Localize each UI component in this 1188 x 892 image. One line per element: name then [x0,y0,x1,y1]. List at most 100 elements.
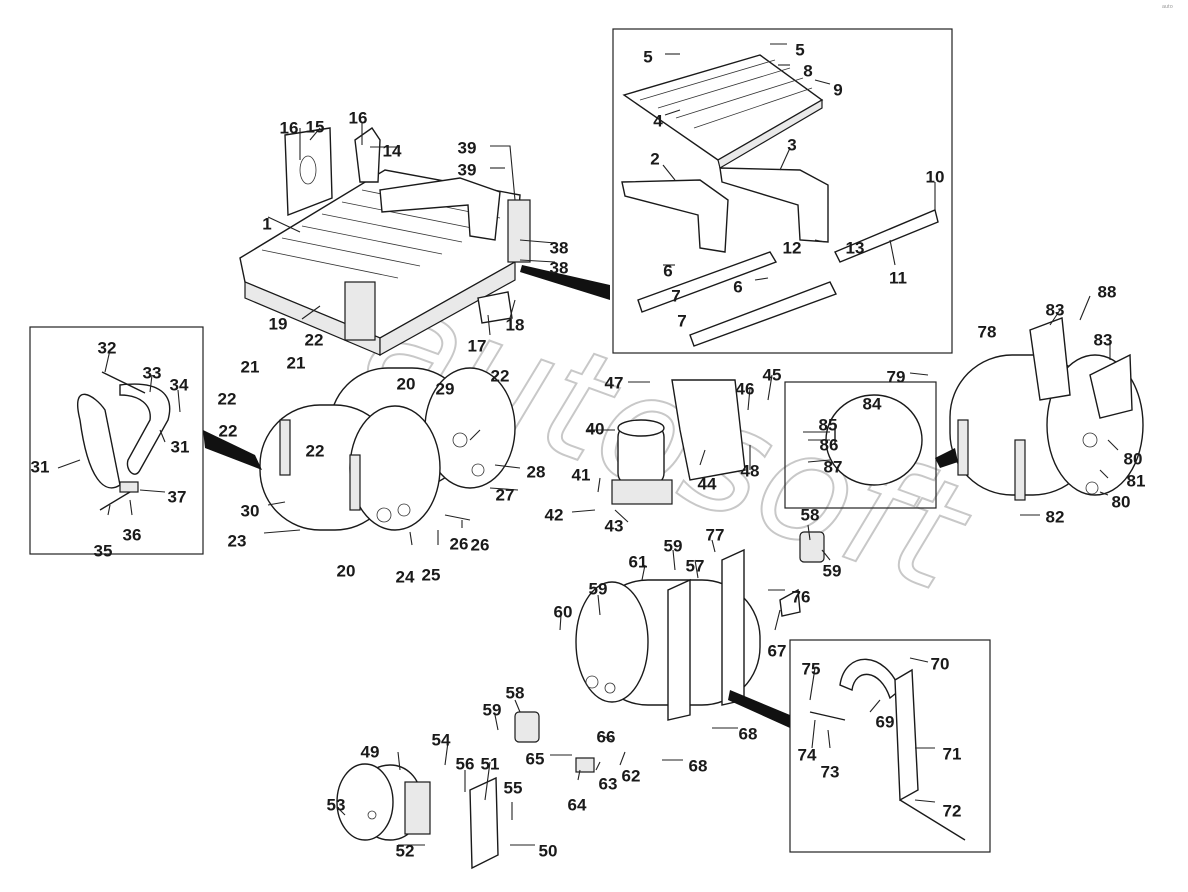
callout-label: 39 [458,138,477,157]
air-tank-right [949,317,1144,501]
air-tank-upper-front [259,404,441,531]
pointer-wedge-right [935,448,958,468]
callout-label: 5 [795,40,804,59]
callout-label: 31 [171,437,190,456]
callout-label: 8 [803,61,812,80]
callout-label: 84 [863,394,882,413]
callout-label: 20 [337,561,356,580]
callout-label: 34 [170,375,189,394]
callout-label: 35 [94,541,113,560]
callout-label: 87 [824,457,843,476]
callout-label: 27 [496,485,515,504]
callout-label: 16 [349,108,368,127]
callout-label: 32 [98,338,117,357]
callout-label: 58 [506,683,525,702]
leader-lines [57,43,1119,846]
callout-label: 47 [605,373,624,392]
callout-label: 68 [739,724,758,743]
callout-label: 50 [539,841,558,860]
callout-label: 59 [589,579,608,598]
callout-label: 30 [241,501,260,520]
callout-label: 54 [432,730,451,749]
callout-label: 21 [287,353,306,372]
callout-label: 26 [471,535,490,554]
inset-frame-bracket-parts [789,639,991,853]
callout-label: 76 [792,587,811,606]
callout-label: 72 [943,801,962,820]
callout-label: 9 [833,80,842,99]
valve-58-lower [514,711,540,743]
pointer-wedge-upper [520,265,610,300]
callout-label: 48 [741,461,760,480]
callout-label: 6 [733,277,742,296]
callout-label: 86 [820,435,839,454]
callout-label: 28 [527,462,546,481]
pointer-wedge-lower [728,690,790,728]
callout-label: 33 [143,363,162,382]
callout-label: 82 [1046,507,1065,526]
callout-label: 42 [545,505,564,524]
callout-label: 77 [706,525,725,544]
callout-label: 44 [698,474,717,493]
callout-label: 59 [823,561,842,580]
callout-label: 20 [397,374,416,393]
callout-label: 7 [677,311,686,330]
callout-label: 6 [663,261,672,280]
callout-label: 22 [218,389,237,408]
callout-label: 19 [269,314,288,333]
callout-label: 22 [491,366,510,385]
callout-label: 25 [422,565,441,584]
callout-label: 13 [846,238,865,257]
callout-label: 67 [768,641,787,660]
callout-label: 36 [123,525,142,544]
callout-label: 74 [798,745,817,764]
callout-label: 62 [622,766,641,785]
callout-label: 75 [802,659,821,678]
callout-label: 3 [787,135,796,154]
main-platform-assembly [239,127,531,357]
callout-label: 51 [481,754,500,773]
inset-frame-clamp-parts [784,381,937,509]
callout-label: 41 [572,465,591,484]
callout-label: 49 [361,742,380,761]
callout-label: 61 [629,552,648,571]
callout-label: 40 [586,419,605,438]
callout-label: 60 [554,602,573,621]
air-dryer [611,379,746,505]
callout-label: 10 [926,167,945,186]
callout-label: 83 [1046,300,1065,319]
callout-label: 22 [219,421,238,440]
inset-frame-strap-parts [29,326,204,555]
callout-label: 69 [876,712,895,731]
callout-label: 2 [650,149,659,168]
callout-label: 83 [1094,330,1113,349]
callout-label: 1 [262,214,271,233]
callout-label: 64 [568,795,587,814]
callout-label: 7 [671,286,680,305]
callout-label: 88 [1098,282,1117,301]
callout-label: 22 [306,441,325,460]
callout-label: 81 [1127,471,1146,490]
callout-label: 16 [280,118,299,137]
valve-58-upper [799,531,825,563]
callout-label: 23 [228,531,247,550]
callout-label: 45 [763,365,782,384]
callout-label: 11 [889,268,907,287]
callout-label: 59 [664,536,683,555]
callout-label: 38 [550,238,569,257]
callout-label: 78 [978,322,997,341]
callout-label: 43 [605,516,624,535]
callout-label: 12 [783,238,802,257]
callout-label: 71 [943,744,962,763]
callout-label: 79 [887,367,906,386]
callout-label: 17 [468,336,487,355]
callout-label: 31 [31,457,50,476]
inset-bracket-parts [809,658,966,841]
callout-label: 38 [550,258,569,277]
valve-64 [575,757,595,773]
callout-label: 15 [306,117,325,136]
callout-label: 5 [643,47,652,66]
corner-mark: ᵃᵘᵗᵒ [1162,3,1173,12]
